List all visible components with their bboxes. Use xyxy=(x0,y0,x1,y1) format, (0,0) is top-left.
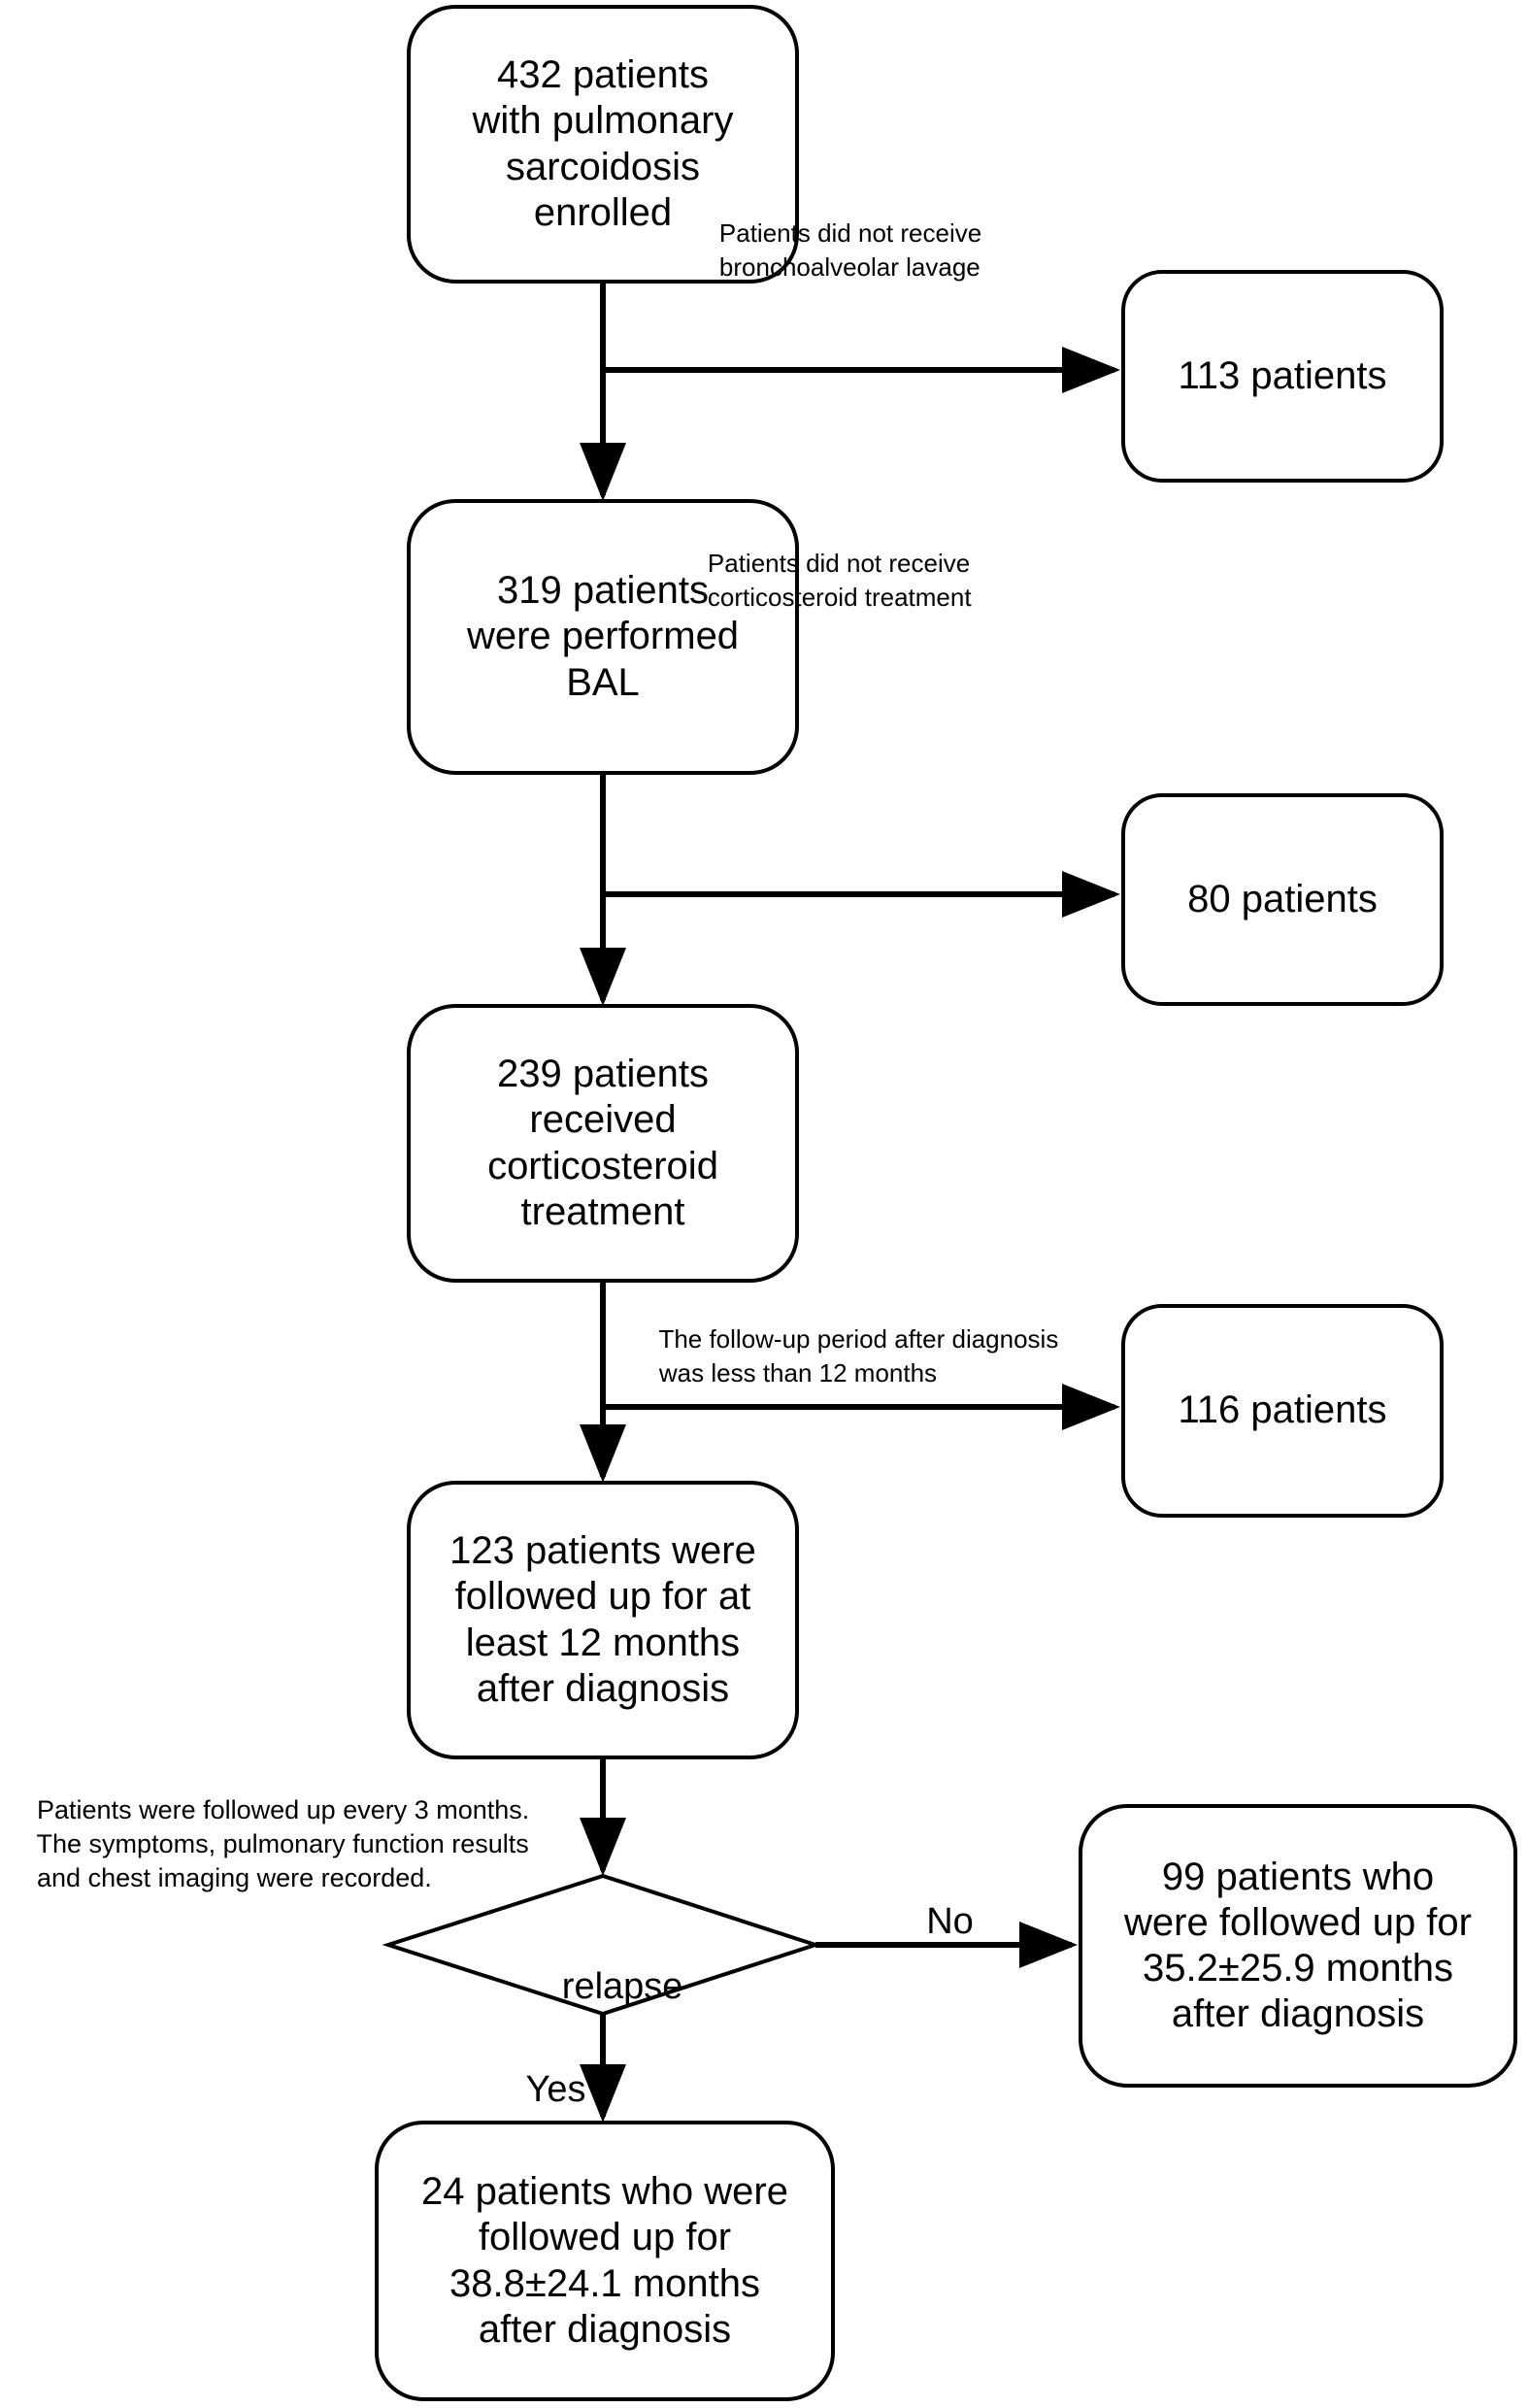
edge-label-exclude-short-followup-line-2: was less than 12 months xyxy=(658,1358,938,1388)
edge-label-decision-no: No xyxy=(885,1859,974,1985)
node-no-bal-shape xyxy=(1121,270,1444,483)
edge-label-exclude-corticosteroid-line-1: Patients did not receive xyxy=(707,549,971,579)
node-followed-12-months-shape xyxy=(407,1481,799,1759)
decision-yes-text: Yes xyxy=(525,2069,586,2110)
node-short-followup-shape xyxy=(1121,1304,1444,1518)
edge-label-exclude-corticosteroid-line-2: corticosteroid treatment xyxy=(707,583,972,613)
annotation-followup-note-line-3: and chest imaging were recorded. xyxy=(37,1863,432,1893)
node-received-corticosteroid-shape xyxy=(407,1004,799,1283)
edge-label-exclude-bal: Patients did not receive bronchoalveolar… xyxy=(691,183,1118,318)
edge-label-exclude-corticosteroid: Patients did not receive corticosteroid … xyxy=(680,513,1116,649)
edge-label-exclude-short-followup: The follow-up period after diagnosis was… xyxy=(631,1288,1136,1424)
node-relapse-outcome-shape xyxy=(375,2121,835,2401)
edge-label-exclude-short-followup-line-1: The follow-up period after diagnosis xyxy=(658,1324,1059,1354)
node-relapse-decision-label: relapse xyxy=(388,1924,815,2050)
annotation-followup-note-line-2: The symptoms, pulmonary function results xyxy=(36,1829,529,1859)
edge-label-exclude-bal-line-2: bronchoalveolar lavage xyxy=(718,252,981,283)
relapse-decision-text: relapse xyxy=(561,1966,683,2007)
node-no-relapse-outcome-shape xyxy=(1079,1804,1517,2088)
decision-no-text: No xyxy=(926,1901,974,1942)
annotation-followup-note-line-1: Patients were followed up every 3 months… xyxy=(37,1795,530,1825)
edge-label-decision-yes: Yes xyxy=(485,2027,586,2153)
annotation-followup-note: Patients were followed up every 3 months… xyxy=(8,1759,590,1929)
edge-label-exclude-bal-line-1: Patients did not receive xyxy=(718,218,982,249)
node-no-corticosteroid-shape xyxy=(1121,793,1444,1006)
